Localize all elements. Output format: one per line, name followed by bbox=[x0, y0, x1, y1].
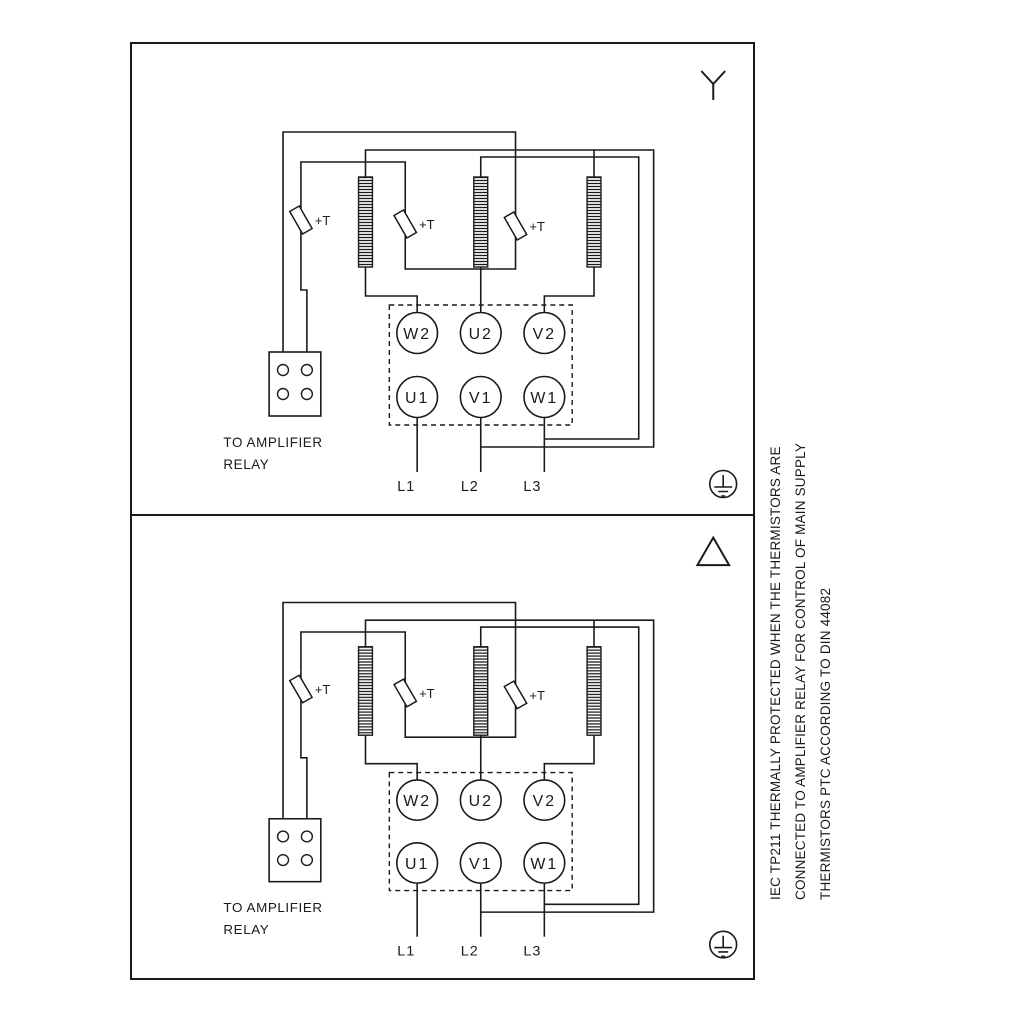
delta-wiring-diagram: +T +T +T bbox=[223, 535, 738, 959]
terminal-label: W2 bbox=[403, 326, 431, 343]
thermistor: +T bbox=[393, 206, 435, 244]
ground-symbol bbox=[708, 469, 738, 499]
thermistor-label: +T bbox=[315, 682, 331, 697]
supply-label-l1: L1 bbox=[397, 943, 415, 959]
drawing-frame: +T +T +T bbox=[130, 42, 755, 980]
thermistor-label: +T bbox=[529, 219, 545, 234]
relay-terminal bbox=[300, 853, 314, 867]
thermistor: +T bbox=[288, 671, 331, 709]
relay-note-line: TO AMPLIFIER bbox=[223, 435, 322, 450]
thermistor: +T bbox=[503, 208, 545, 246]
terminal-w1 bbox=[523, 375, 566, 419]
side-note-line: IEC TP211 THERMALLY PROTECTED WHEN THE T… bbox=[768, 446, 783, 900]
relay-note-line: TO AMPLIFIER bbox=[223, 900, 322, 915]
terminal-block-outline bbox=[388, 771, 573, 892]
terminal-u2 bbox=[459, 311, 502, 355]
terminal-label: U1 bbox=[405, 390, 429, 407]
thermistor: +T bbox=[503, 677, 545, 715]
terminal-label: W2 bbox=[403, 793, 431, 810]
terminal-u1 bbox=[395, 842, 439, 884]
relay-terminal bbox=[276, 853, 290, 867]
star-wiring-diagram: +T +T +T bbox=[223, 70, 738, 499]
terminal-label: W1 bbox=[530, 856, 558, 873]
terminal-block: W2 U2 V2 U1 V1 W1 bbox=[388, 771, 573, 892]
supply-labels: L1 L2 L3 bbox=[397, 943, 541, 959]
supply-label-l2: L2 bbox=[461, 479, 479, 495]
relay-note-line: RELAY bbox=[223, 922, 269, 937]
thermistor-label: +T bbox=[419, 686, 435, 701]
terminal-label: W1 bbox=[530, 390, 558, 407]
amplifier-relay: TO AMPLIFIER RELAY bbox=[223, 351, 322, 472]
ground-symbol bbox=[708, 930, 738, 959]
relay-note-line: RELAY bbox=[223, 457, 269, 472]
panel-delta-connection: +T +T +T bbox=[132, 514, 753, 978]
delta-symbol bbox=[695, 535, 731, 567]
relay-terminal bbox=[276, 830, 290, 843]
winding-coil bbox=[357, 646, 374, 736]
amplifier-relay: TO AMPLIFIER RELAY bbox=[223, 817, 322, 937]
terminal-label: U1 bbox=[405, 856, 429, 873]
motor-windings bbox=[357, 646, 602, 736]
terminal-v2 bbox=[523, 779, 566, 822]
thermistors: +T +T +T bbox=[288, 202, 545, 246]
supply-label-l1: L1 bbox=[397, 479, 415, 495]
terminal-label: U2 bbox=[469, 793, 493, 810]
thermistors: +T +T +T bbox=[288, 671, 545, 715]
supply-label-l2: L2 bbox=[461, 943, 479, 959]
thermistor-label: +T bbox=[529, 688, 545, 703]
star-symbol bbox=[700, 70, 726, 100]
thermistor-label: +T bbox=[315, 213, 331, 228]
supply-labels: L1 L2 L3 bbox=[397, 479, 541, 495]
thermistor: +T bbox=[393, 675, 435, 713]
terminal-w1 bbox=[523, 842, 566, 884]
terminal-block: W2 U2 V2 U1 V1 W1 bbox=[388, 304, 573, 426]
terminal-label: V1 bbox=[469, 390, 492, 407]
terminal-label: V2 bbox=[533, 793, 556, 810]
winding-coil bbox=[586, 646, 602, 736]
terminal-label: V1 bbox=[469, 856, 492, 873]
terminal-v2 bbox=[523, 311, 566, 355]
winding-coil bbox=[357, 176, 374, 268]
supply-label-l3: L3 bbox=[523, 479, 541, 495]
thermistor-label: +T bbox=[419, 217, 435, 232]
relay-terminal bbox=[276, 387, 290, 401]
panel-star-connection: +T +T +T bbox=[132, 44, 753, 514]
thermistor: +T bbox=[288, 202, 331, 240]
relay-terminal bbox=[300, 363, 314, 377]
terminal-block-outline bbox=[388, 304, 573, 426]
winding-coil bbox=[586, 176, 602, 268]
terminal-v1 bbox=[459, 842, 502, 884]
winding-coil bbox=[473, 646, 489, 736]
side-note-line: CONNECTED TO AMPLIFIER RELAY FOR CONTROL… bbox=[793, 442, 808, 900]
winding-coil bbox=[473, 176, 489, 268]
side-note-line: THERMISTORS PTC ACCORDING TO DIN 44082 bbox=[818, 587, 833, 900]
side-note: IEC TP211 THERMALLY PROTECTED WHEN THE T… bbox=[763, 370, 847, 900]
terminal-w2 bbox=[395, 311, 439, 355]
terminal-label: U2 bbox=[469, 326, 493, 343]
terminal-label: V2 bbox=[533, 326, 556, 343]
relay-terminal bbox=[276, 363, 290, 377]
terminal-w2 bbox=[395, 779, 439, 822]
terminal-v1 bbox=[459, 375, 502, 419]
supply-label-l3: L3 bbox=[523, 943, 541, 959]
terminal-u2 bbox=[459, 779, 502, 822]
relay-terminal bbox=[300, 387, 314, 401]
relay-terminal bbox=[300, 830, 314, 843]
motor-windings bbox=[357, 176, 602, 268]
terminal-u1 bbox=[395, 375, 439, 419]
wiring-lines bbox=[282, 601, 655, 937]
